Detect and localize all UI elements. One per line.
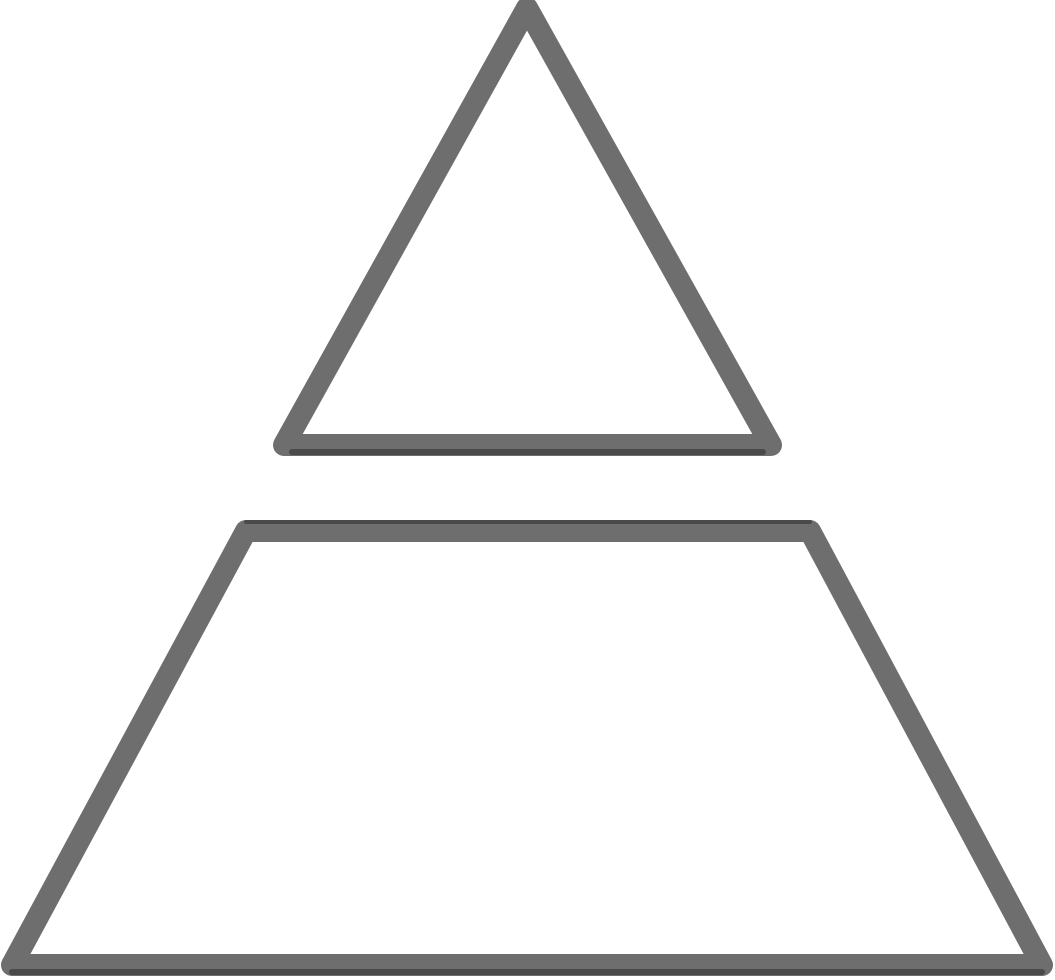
bottom-trapezoid-outline [1, 520, 1053, 976]
pyramid-bottom-trapezoid-icon [1, 520, 1053, 976]
pyramid-top-triangle-icon [273, 0, 782, 456]
top-triangle-outline [273, 0, 782, 456]
